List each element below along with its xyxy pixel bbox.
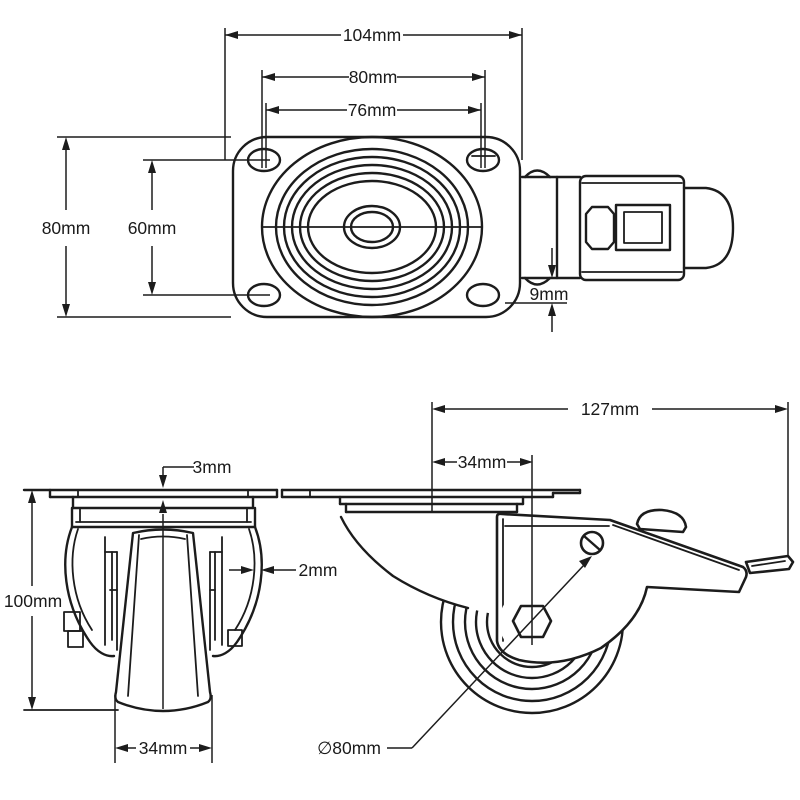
dim-wheel-width-label: 34mm [139, 738, 188, 758]
dimensions: 104mm 80mm 76mm 80mm 60mm 9mm 127mm 34mm… [4, 25, 789, 763]
guard-bell-right-inner [234, 528, 256, 631]
brake-pedal-tip [744, 554, 795, 575]
fork-legs-front [104, 536, 223, 651]
front-view [22, 488, 279, 713]
bolt-hole [465, 147, 501, 173]
dim-bolt-spacing-depth-label: 60mm [128, 218, 177, 238]
lever-recess-large [614, 203, 672, 252]
lever-end-cap [682, 186, 735, 270]
dim-overall-height-label: 100mm [4, 591, 62, 611]
lever-recess-small [584, 205, 616, 251]
dim-bolt-inner-width-label: 76mm [348, 100, 397, 120]
dim-plate-thickness-label: 3mm [193, 457, 232, 477]
pivot-arc-bottom [523, 276, 552, 286]
dim-wheel-diameter-label: ∅80mm [317, 738, 381, 758]
dim-swivel-offset-label: 34mm [458, 452, 507, 472]
top-view [231, 135, 735, 319]
dim-lever-offset-label: 9mm [530, 284, 569, 304]
bolt-hole [465, 282, 501, 308]
guard-edge-side [339, 515, 470, 610]
dim-plate-depth-label: 80mm [42, 218, 91, 238]
side-view [280, 488, 795, 715]
swivel-bearing-rings [260, 135, 484, 319]
dim-guard-thickness-label: 2mm [299, 560, 338, 580]
dim-overall-length-label: 127mm [581, 399, 639, 419]
brake-tab [227, 629, 243, 647]
wheel-tread-front [114, 528, 212, 713]
guard-bell-right [211, 525, 263, 658]
brake-tab [67, 630, 84, 648]
brake-release-tab [635, 508, 688, 534]
pivot-arc-top [523, 169, 552, 179]
guard-mask [335, 500, 497, 615]
guard-bell-left [64, 525, 116, 658]
brake-lever-plan [520, 169, 735, 286]
guard-bell-left-inner [71, 528, 93, 631]
dim-plate-width-label: 104mm [343, 25, 401, 45]
dim-bolt-spacing-width-label: 80mm [349, 67, 398, 87]
